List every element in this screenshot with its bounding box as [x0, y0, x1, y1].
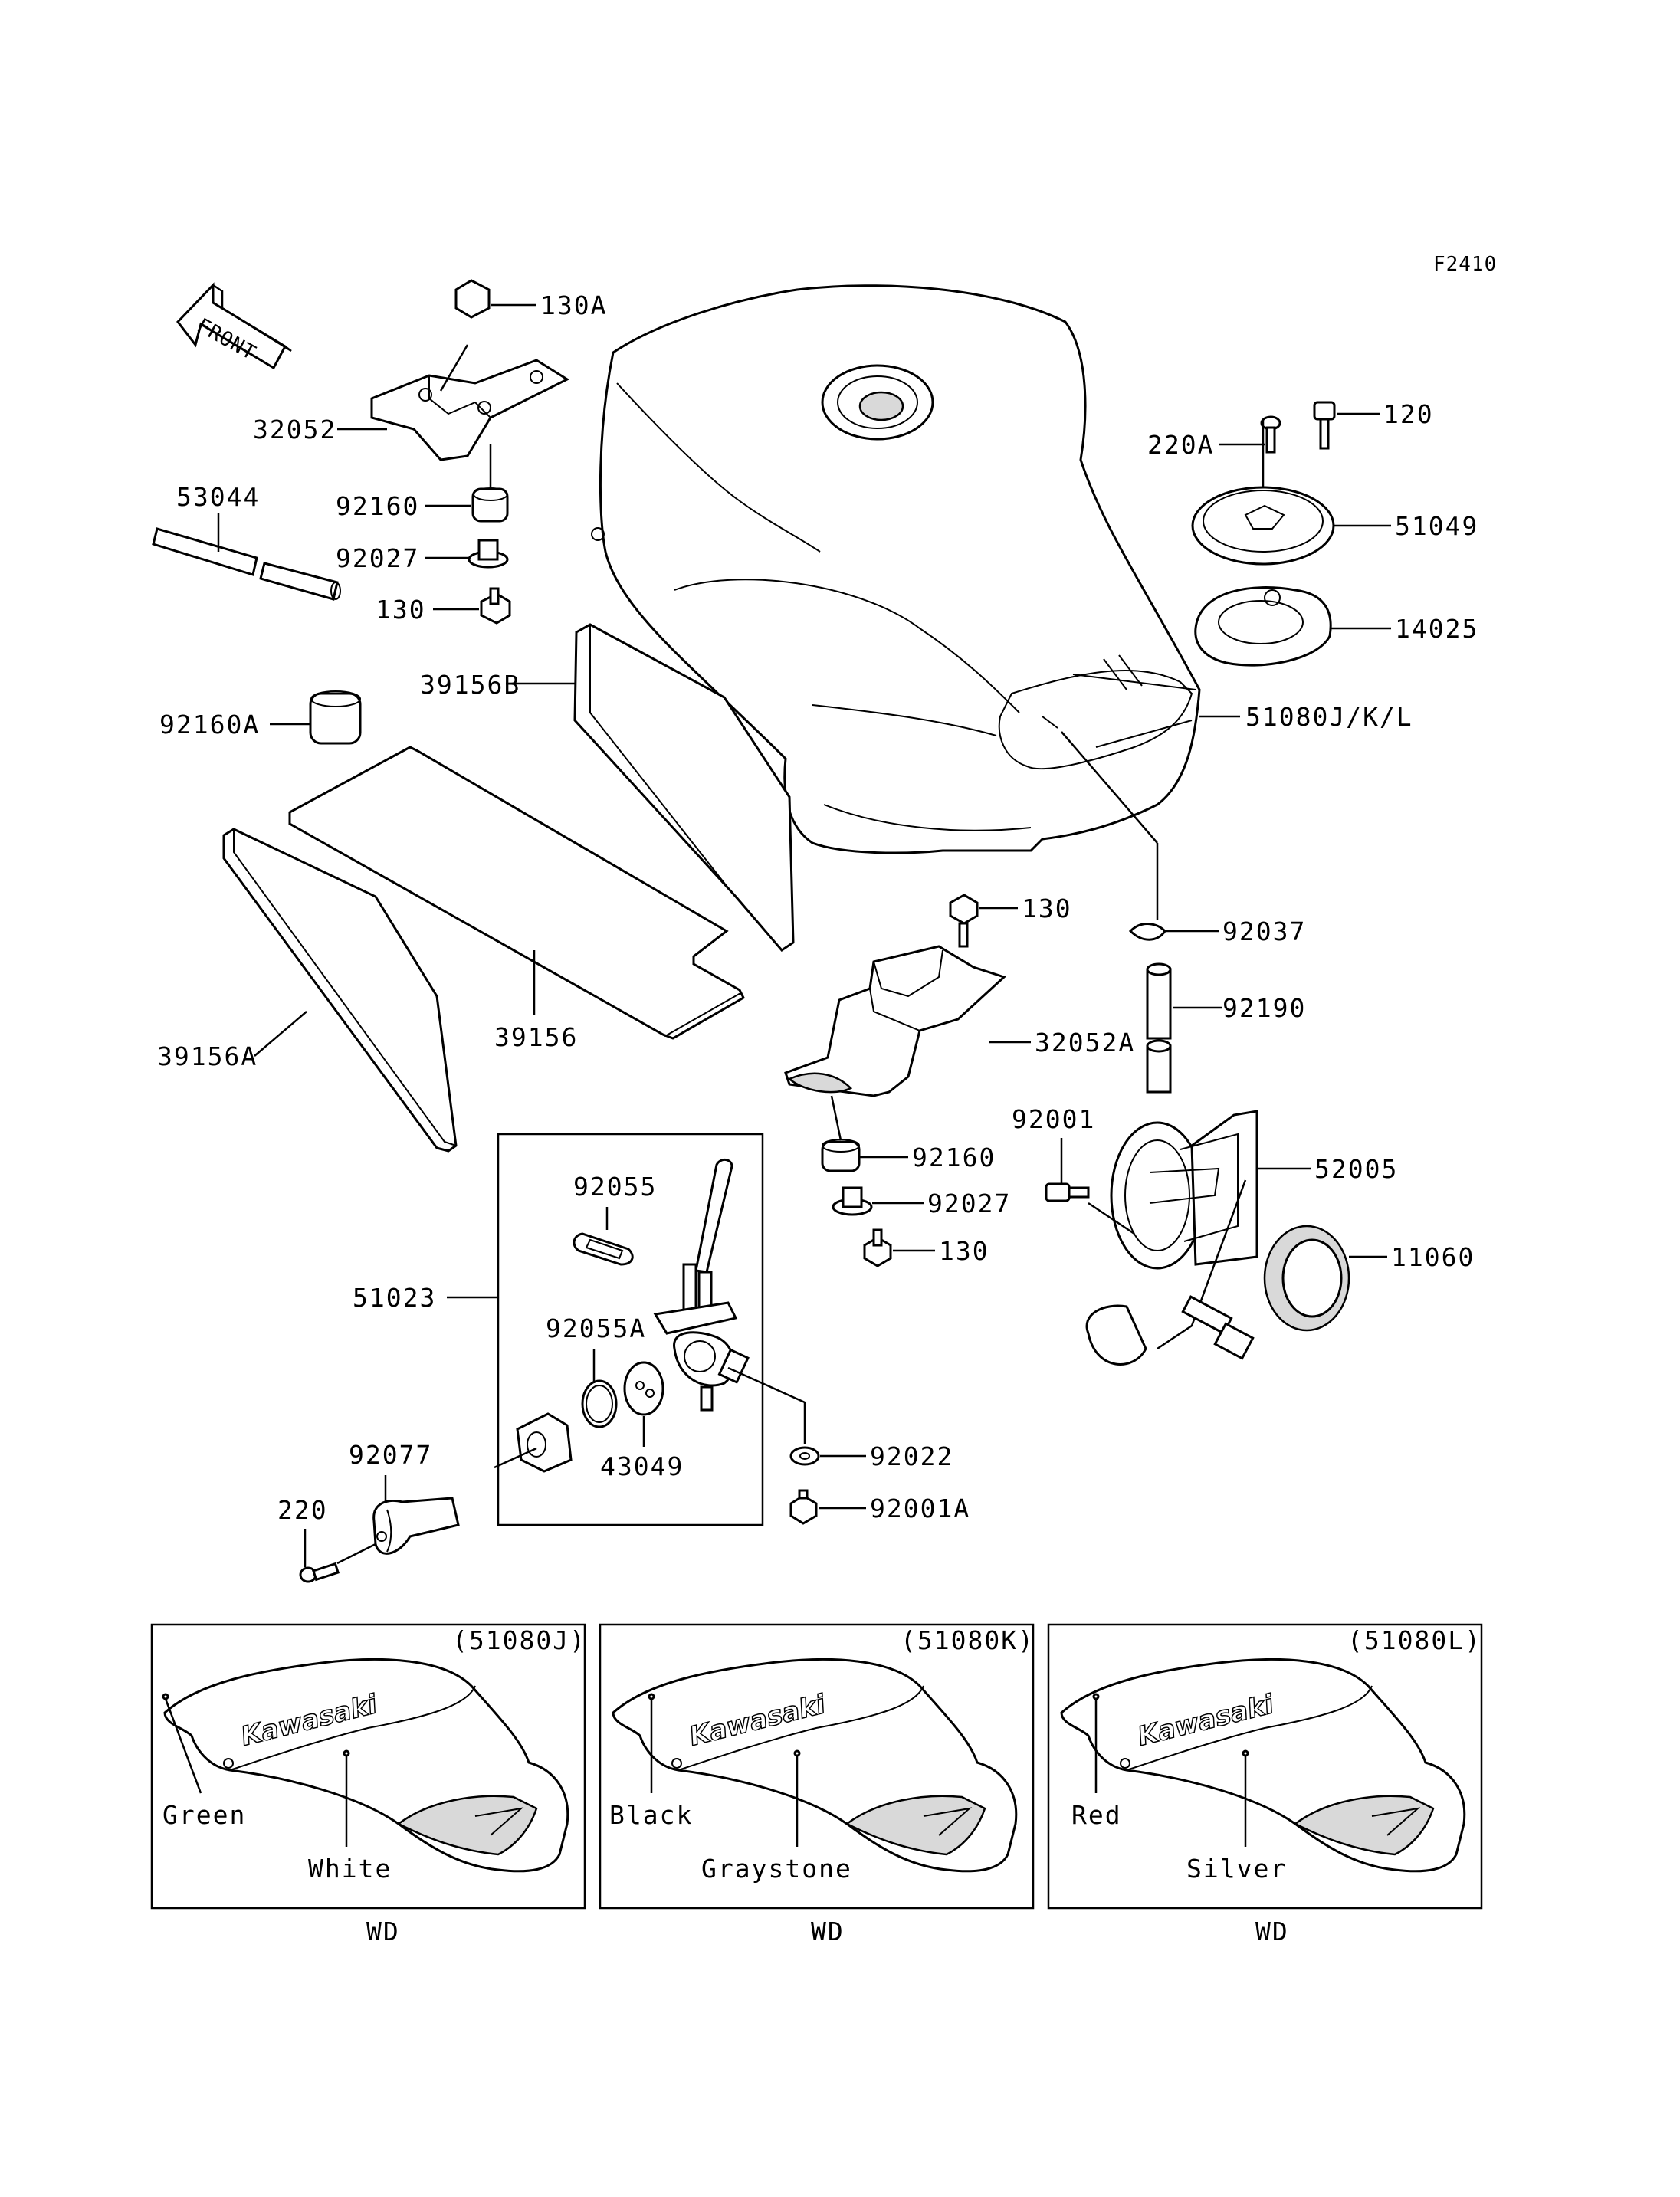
variant-panel-l-frame — [1047, 1623, 1483, 1910]
callout-120: 120 — [1383, 399, 1434, 429]
pad-39156 — [288, 746, 745, 1040]
variant-panel-j: (51080J) Kawasaki Green White WD — [150, 1623, 586, 1946]
callout-220A: 220A — [1147, 430, 1214, 460]
pad-39156B — [506, 623, 795, 952]
variant-l-finish: WD — [1255, 1917, 1289, 1946]
variant-l-color-front: Red — [1071, 1800, 1122, 1830]
variant-panel-k: (51080K) Kawasaki Black Graystone WD — [599, 1623, 1035, 1946]
callout-92037: 92037 — [1222, 917, 1306, 946]
variant-k-color-front: Black — [609, 1800, 693, 1830]
diaphragm-43049-icon — [623, 1361, 664, 1447]
variant-l-code: (51080L) — [1347, 1625, 1481, 1655]
variant-j-code: (51080J) — [452, 1625, 586, 1655]
callout-39156: 39156 — [494, 1022, 578, 1052]
bolt-120-icon — [1313, 401, 1380, 450]
callout-92077: 92077 — [349, 1440, 432, 1470]
grommet-92160-top-icon — [425, 444, 509, 523]
callout-43049: 43049 — [600, 1451, 684, 1481]
bracket-32052 — [370, 344, 570, 461]
fuel-tank — [591, 284, 1201, 854]
callout-92022: 92022 — [870, 1441, 953, 1471]
rubber-92160A-icon — [270, 690, 362, 745]
callout-32052: 32052 — [253, 415, 336, 444]
callout-92190: 92190 — [1222, 993, 1306, 1023]
callout-52005: 52005 — [1314, 1154, 1398, 1184]
screw-220-icon — [299, 1529, 376, 1583]
callout-130-low: 130 — [939, 1236, 989, 1266]
callout-92160-mid: 92160 — [912, 1143, 996, 1172]
fuel-cock-body — [653, 1159, 750, 1412]
clip-92037-icon — [1128, 923, 1219, 941]
washer-92022-icon — [727, 1366, 866, 1466]
bolt-92001A-icon — [789, 1489, 866, 1525]
bolt-130-mid-icon — [949, 894, 1018, 948]
variant-j-color-front: Green — [162, 1800, 246, 1830]
hose-92190 — [1146, 962, 1222, 1094]
bolt-130-top-icon — [433, 587, 511, 625]
variant-panel-j-frame — [150, 1623, 586, 1910]
callout-51049: 51049 — [1395, 511, 1478, 541]
bracket-32052A — [784, 945, 1031, 1097]
callout-51080JKL: 51080J/K/L — [1245, 702, 1413, 732]
collar-92027-mid-icon — [832, 1186, 924, 1216]
cap-plate-51049 — [1191, 420, 1391, 566]
callout-92001A: 92001A — [870, 1494, 970, 1523]
callout-92001: 92001 — [1012, 1104, 1095, 1134]
fuel-cock-group-box — [497, 1133, 764, 1526]
callout-11060: 11060 — [1391, 1242, 1475, 1272]
oring-92055A-icon — [581, 1349, 618, 1428]
callout-32052A: 32052A — [1035, 1028, 1135, 1058]
callout-14025: 14025 — [1395, 614, 1478, 644]
variant-panel-l: (51080L) Kawasaki Red Silver WD — [1047, 1623, 1483, 1946]
callout-130-mid: 130 — [1022, 894, 1072, 923]
pad-39156A — [222, 828, 458, 1153]
variant-k-finish: WD — [811, 1917, 845, 1946]
front-arrow-icon: FRONT — [176, 282, 292, 370]
variant-k-code: (51080K) — [901, 1625, 1035, 1655]
callout-92027-mid: 92027 — [927, 1189, 1011, 1218]
callout-39156A: 39156A — [157, 1041, 258, 1071]
callout-92055A: 92055A — [546, 1313, 646, 1343]
ring-14025 — [1194, 586, 1391, 667]
callout-130A: 130A — [540, 290, 607, 320]
callout-92160A: 92160A — [159, 710, 260, 739]
lever-block-icon — [494, 1412, 573, 1473]
variant-j-finish: WD — [366, 1917, 400, 1946]
gasket-11060 — [1263, 1225, 1387, 1332]
strip-53044 — [152, 513, 341, 601]
variant-k-color-main: Graystone — [701, 1854, 852, 1884]
knob-92077 — [372, 1475, 460, 1555]
callout-51023: 51023 — [353, 1283, 436, 1313]
variant-l-color-main: Silver — [1186, 1854, 1287, 1884]
callout-92160-top: 92160 — [336, 491, 419, 521]
callout-130-top: 130 — [376, 595, 426, 625]
callout-39156B: 39156B — [420, 670, 520, 700]
callout-92055: 92055 — [573, 1172, 657, 1202]
callout-220: 220 — [277, 1495, 328, 1525]
variant-panel-k-frame — [599, 1623, 1035, 1910]
bolt-130-low-icon — [863, 1228, 935, 1267]
callout-92027-top: 92027 — [336, 543, 419, 573]
variant-j-color-main: White — [308, 1854, 392, 1884]
fuel-pump-52005 — [1085, 1110, 1311, 1366]
figure-id: F2410 — [1433, 253, 1497, 276]
gasket-92055-icon — [573, 1207, 634, 1266]
bolt-130A-icon — [454, 279, 536, 319]
collar-92027-top-icon — [425, 539, 509, 569]
callout-53044: 53044 — [176, 482, 260, 512]
bolt-92001-icon — [1045, 1138, 1090, 1202]
grommet-92160-mid-icon — [821, 1095, 908, 1172]
screw-220A-icon — [1219, 415, 1281, 454]
